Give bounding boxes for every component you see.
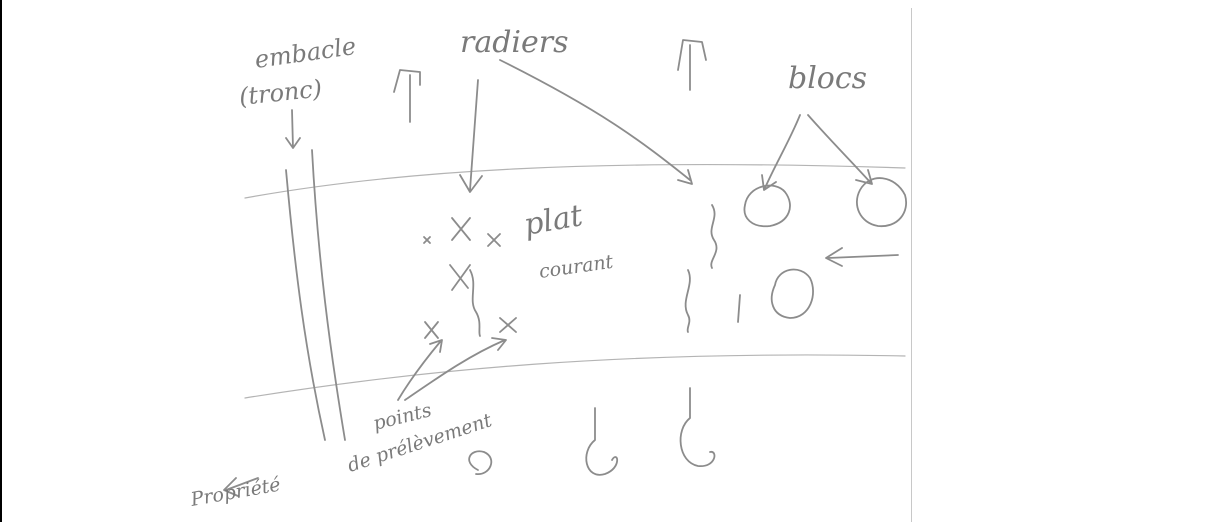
- river-bank-upper: [244, 163, 906, 199]
- label-blocs: blocs: [788, 61, 867, 96]
- riffle-squiggle-2: [684, 269, 691, 333]
- boulder-3: [770, 268, 814, 319]
- sample-point-6: [499, 317, 517, 333]
- flow-arrow-right: [825, 247, 899, 267]
- sample-squiggle: [469, 269, 481, 337]
- label-radiers: radiers: [460, 25, 569, 60]
- radiers-arrow-right: [499, 59, 693, 185]
- log-jam-line-1: [285, 169, 326, 441]
- log-jam-line-2: [311, 149, 346, 441]
- propriete-arrow: [223, 477, 259, 497]
- points-arrow-right: [404, 337, 507, 401]
- blocs-arrow-left: [761, 114, 801, 191]
- sample-point-4: [423, 236, 431, 244]
- blocs-arrow-right: [807, 114, 873, 185]
- radiers-arrow-center: [459, 79, 483, 193]
- label-tronc: (tronc): [238, 74, 324, 111]
- arrow-to-log: [285, 109, 301, 149]
- bottom-squiggle-1: [468, 450, 493, 475]
- sample-point-5: [424, 321, 439, 339]
- sample-point-1: [451, 217, 471, 241]
- sample-point-3: [487, 233, 501, 247]
- riffle-squiggle-3: [737, 294, 741, 323]
- bottom-squiggle-2: [585, 407, 619, 476]
- label-plat: plat: [521, 198, 586, 243]
- riffle-squiggle-1: [710, 204, 718, 269]
- label-embacle: embacle: [253, 32, 358, 74]
- points-arrow-left: [397, 339, 443, 401]
- river-bank-lower: [244, 354, 906, 399]
- flow-arrow-top: [677, 39, 707, 91]
- frame-border-left: [0, 0, 2, 522]
- label-courant: courant: [538, 251, 615, 283]
- bottom-squiggle-3: [679, 387, 716, 467]
- boulder-1: [743, 184, 791, 228]
- flow-arrow-left: [393, 69, 421, 123]
- sheet-right-edge: [911, 8, 912, 522]
- sample-point-2: [449, 264, 471, 291]
- boulder-2: [856, 177, 907, 227]
